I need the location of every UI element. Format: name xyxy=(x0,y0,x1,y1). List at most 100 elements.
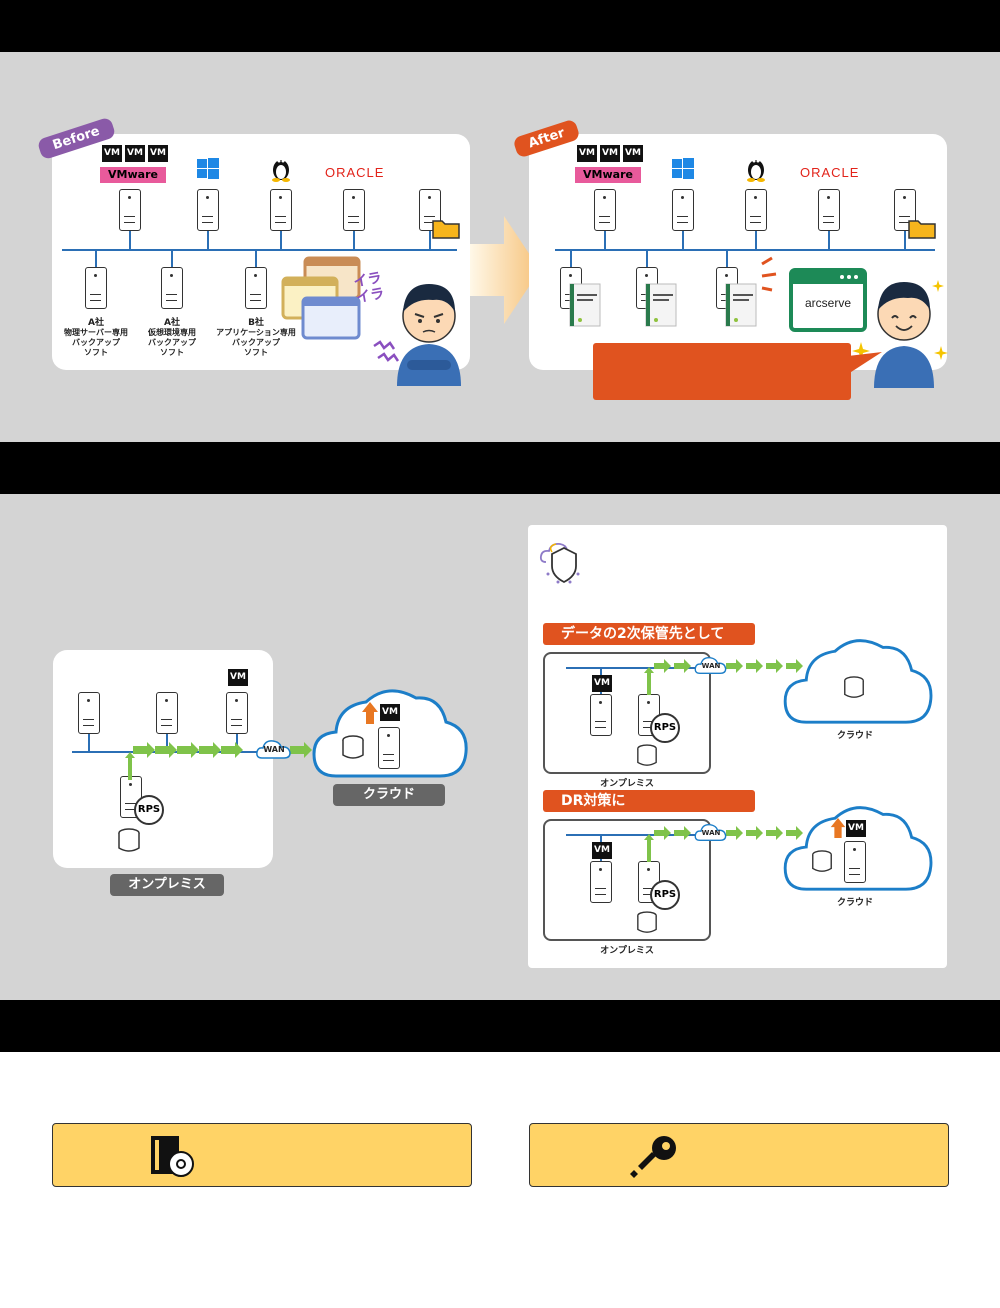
left-onprem-card xyxy=(53,650,273,868)
database-icon xyxy=(342,735,364,759)
green-flow-arrows xyxy=(644,826,803,862)
database-icon xyxy=(812,850,832,872)
onprem-label: オンプレミス xyxy=(110,874,224,896)
company-b-app-caption: B社 アプリケーション専用 バックアップ ソフト xyxy=(216,318,296,357)
scenario1-title: データの2次保管先として xyxy=(543,623,755,645)
vmware-logo: VMware xyxy=(575,167,641,183)
green-flow-arrows xyxy=(125,742,312,780)
star-sparkle-icon xyxy=(934,346,948,360)
server-icon xyxy=(818,189,840,231)
vm-badge: VM xyxy=(600,145,620,162)
upload-arrow-icon xyxy=(362,702,378,724)
bottom-band xyxy=(0,1000,1000,1052)
network-drop xyxy=(353,231,355,249)
cloud-label: クラウド xyxy=(836,898,873,908)
network-drop xyxy=(570,249,572,267)
network-drop xyxy=(236,734,238,751)
database-icon xyxy=(844,676,864,698)
network-drop xyxy=(828,231,830,249)
stacked-windows-icon xyxy=(281,256,361,340)
wan-label: WAN xyxy=(701,662,721,670)
network-drop xyxy=(88,734,90,751)
cloud-shield-icon xyxy=(539,542,580,584)
cloud-label: クラウド xyxy=(333,784,445,806)
middle-band xyxy=(0,442,1000,494)
server-icon xyxy=(85,267,107,309)
vm-badge: VM xyxy=(380,704,400,721)
scenario2-title: DR対策に xyxy=(543,790,755,812)
server-icon xyxy=(78,692,100,734)
server-icon xyxy=(119,189,141,231)
star-sparkle-icon xyxy=(852,342,870,360)
oracle-logo: ORACLE xyxy=(325,165,385,180)
onprem-label: オンプレミス xyxy=(600,779,654,789)
arcserve-logo: arcserve xyxy=(804,296,851,310)
software-package-icon xyxy=(725,283,757,327)
wan-label: WAN xyxy=(263,745,285,754)
sparkle-marks-icon xyxy=(761,256,777,292)
network-drop xyxy=(129,231,131,249)
folder-icon xyxy=(908,220,936,239)
vm-badge: VM xyxy=(148,145,168,162)
vmware-logo: VMware xyxy=(100,167,166,183)
onprem-label: オンプレミス xyxy=(600,946,654,956)
scenario1-onprem-box xyxy=(543,652,711,774)
network-line xyxy=(566,834,696,836)
license-button[interactable] xyxy=(529,1123,949,1187)
server-icon xyxy=(844,841,866,883)
irritation-text: イライラ xyxy=(352,269,386,307)
network-drop xyxy=(95,249,97,267)
network-drop xyxy=(604,231,606,249)
windows-icon xyxy=(197,158,219,179)
server-icon xyxy=(672,189,694,231)
server-icon xyxy=(590,694,612,736)
network-drop xyxy=(755,231,757,249)
wan-label: WAN xyxy=(701,829,721,837)
rps-badge: RPS xyxy=(650,713,680,743)
network-drop xyxy=(904,231,906,249)
server-icon xyxy=(343,189,365,231)
wan-cloud-icon xyxy=(694,656,727,675)
vm-badge: VM xyxy=(228,669,248,686)
server-icon xyxy=(156,692,178,734)
network-drop xyxy=(646,249,648,267)
folder-icon xyxy=(432,220,460,239)
network-drop xyxy=(429,231,431,249)
network-drop xyxy=(207,231,209,249)
network-drop xyxy=(682,231,684,249)
database-icon xyxy=(637,744,657,766)
upload-arrow-icon xyxy=(830,818,846,838)
server-icon xyxy=(594,189,616,231)
company-a-physical-caption: A社 物理サーバー専用 バックアップ ソフト xyxy=(64,318,128,357)
vm-badge: VM xyxy=(577,145,597,162)
server-icon xyxy=(590,861,612,903)
wan-cloud-icon xyxy=(256,740,291,759)
network-drop xyxy=(255,249,257,267)
rps-badge: RPS xyxy=(650,880,680,910)
database-icon xyxy=(637,911,657,933)
network-line xyxy=(555,249,935,251)
network-drop xyxy=(166,734,168,751)
vm-badge: VM xyxy=(125,145,145,162)
vm-badge: VM xyxy=(592,842,612,859)
package-button[interactable] xyxy=(52,1123,472,1187)
server-icon xyxy=(161,267,183,309)
happy-person-icon xyxy=(874,282,934,388)
vm-badge: VM xyxy=(623,145,643,162)
green-flow-arrows xyxy=(644,659,803,695)
oracle-logo: ORACLE xyxy=(800,165,860,180)
network-drop xyxy=(726,249,728,267)
linux-penguin-icon xyxy=(747,159,765,182)
irritation-squiggle-icon xyxy=(373,340,400,362)
key-icon xyxy=(630,1136,676,1178)
scenario2-onprem-box xyxy=(543,819,711,941)
server-icon xyxy=(226,692,248,734)
software-package-icon xyxy=(645,283,677,327)
network-drop xyxy=(280,231,282,249)
software-package-icon xyxy=(569,283,601,327)
top-band xyxy=(0,0,1000,52)
arcserve-window: arcserve xyxy=(789,268,867,332)
cloud-label: クラウド xyxy=(836,731,873,741)
linux-penguin-icon xyxy=(272,159,290,182)
rps-badge: RPS xyxy=(134,795,164,825)
